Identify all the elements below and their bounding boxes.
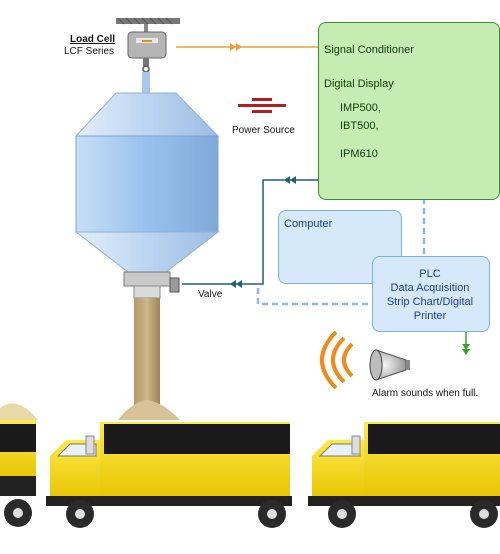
plc-panel bbox=[372, 256, 490, 332]
printer-label: Printer bbox=[413, 310, 447, 322]
computer-label: Computer bbox=[284, 218, 333, 230]
alarm-horn-icon bbox=[320, 330, 410, 390]
display-model-ibt500: IBT500, bbox=[340, 120, 379, 132]
power-source-label: Power Source bbox=[232, 125, 295, 136]
signal-conditioner-label: Signal Conditioner bbox=[324, 44, 414, 56]
ceiling-beam bbox=[116, 17, 180, 25]
truck-icon bbox=[308, 422, 500, 528]
power-source-icon bbox=[238, 98, 286, 113]
alarm-arrow bbox=[462, 330, 470, 355]
truck-icon bbox=[46, 422, 292, 528]
data-acquisition-label: Data Acquisition bbox=[390, 282, 470, 294]
strip-chart-label: Strip Chart/Digital bbox=[386, 296, 474, 308]
plc-label: PLC bbox=[419, 268, 441, 280]
load-cell-series: LCF Series bbox=[64, 46, 115, 57]
signal-arrow bbox=[176, 43, 318, 51]
instrumentation-panel bbox=[318, 22, 500, 200]
truck-icon bbox=[0, 420, 36, 527]
valve-label: Valve bbox=[198, 289, 223, 300]
dashed-links bbox=[256, 198, 426, 306]
display-model-ipm610: IPM610 bbox=[340, 148, 378, 160]
arrowheads bbox=[230, 176, 296, 288]
digital-display-label: Digital Display bbox=[324, 78, 394, 90]
material-pile bbox=[0, 403, 38, 420]
alarm-label: Alarm sounds when full. bbox=[372, 388, 479, 399]
valve-icon bbox=[169, 277, 180, 293]
load-cell-icon bbox=[127, 24, 167, 73]
load-cell-title: Load Cell bbox=[70, 34, 116, 45]
hopper bbox=[74, 72, 220, 299]
material-stream bbox=[118, 298, 180, 420]
display-model-imp500: IMP500, bbox=[340, 102, 381, 114]
